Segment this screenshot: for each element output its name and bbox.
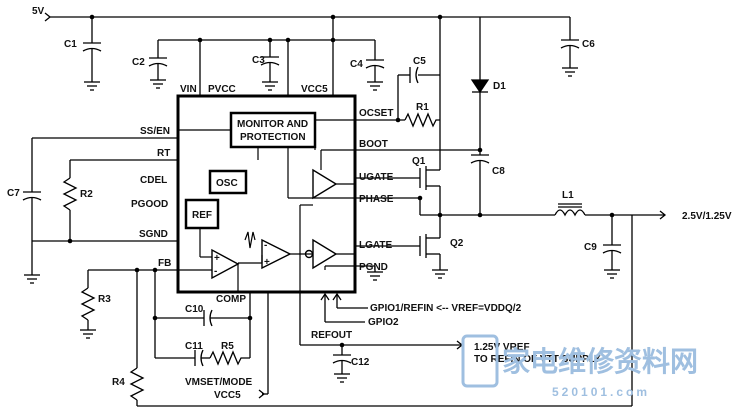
vref-label-2: TO REFIN OF VTT SUPPLY bbox=[474, 354, 601, 365]
pin-sgnd: SGND bbox=[139, 229, 168, 240]
osc-block bbox=[208, 169, 248, 195]
ground-icon bbox=[432, 269, 448, 279]
c5-label: C5 bbox=[413, 56, 426, 67]
c11-label: C11 bbox=[185, 341, 203, 352]
junction-dots bbox=[67, 14, 615, 348]
refout-label: REFOUT bbox=[311, 330, 352, 341]
ea-minus-sign: - bbox=[214, 266, 217, 277]
cmp-minus-sign: - bbox=[264, 240, 267, 251]
lower-gate-driver bbox=[312, 238, 338, 270]
ground-icon bbox=[262, 81, 278, 91]
monitor-label-2: PROTECTION bbox=[240, 132, 306, 143]
l1-label: L1 bbox=[562, 190, 574, 201]
r4-label: R4 bbox=[112, 377, 125, 388]
watermark-text: 家电维修资料网 bbox=[502, 345, 698, 377]
c7-label: C7 bbox=[7, 188, 20, 199]
r1-label: R1 bbox=[416, 102, 429, 113]
pin-fb: FB bbox=[158, 258, 171, 269]
ground-icon bbox=[562, 67, 578, 77]
c12-label: C12 bbox=[351, 357, 370, 368]
output-label: 2.5V/1.25V bbox=[682, 211, 732, 222]
upper-gate-driver bbox=[312, 168, 338, 200]
inverter-bubble bbox=[304, 249, 314, 259]
error-amplifier bbox=[211, 248, 240, 280]
ground-icon bbox=[367, 271, 383, 281]
ground-icon bbox=[367, 81, 383, 91]
gpio2-label: GPIO2 bbox=[368, 317, 399, 328]
c10-label: C10 bbox=[185, 304, 204, 315]
watermark: 家电维修资料网 520101.com bbox=[461, 334, 698, 399]
supply-label: 5V bbox=[32, 6, 45, 17]
pin-vin: VIN bbox=[180, 84, 197, 95]
c1-label: C1 bbox=[64, 39, 77, 50]
cmp-plus-sign: + bbox=[264, 257, 270, 268]
controller-ic bbox=[176, 94, 357, 294]
c3-label: C3 bbox=[252, 55, 265, 66]
vref-label-1: 1.25V VREF bbox=[474, 342, 530, 353]
c8-label: C8 bbox=[492, 166, 505, 177]
pin-phase: PHASE bbox=[359, 194, 394, 205]
amplifiers bbox=[211, 168, 338, 280]
q1-label: Q1 bbox=[412, 156, 426, 167]
vmset-label: VMSET/MODE bbox=[185, 377, 253, 388]
osc-label: OSC bbox=[216, 178, 238, 189]
pin-ugate: UGATE bbox=[359, 172, 394, 183]
pin-lgate: LGATE bbox=[359, 240, 392, 251]
pin-cdel: CDEL bbox=[140, 175, 167, 186]
ref-block bbox=[184, 198, 220, 230]
ground-icon bbox=[150, 79, 166, 89]
pin-comp: COMP bbox=[216, 294, 246, 305]
d1-label: D1 bbox=[493, 81, 506, 92]
c2-label: C2 bbox=[132, 57, 145, 68]
watermark-logo-icon bbox=[461, 334, 499, 388]
pin-boot: BOOT bbox=[359, 139, 388, 150]
vcc5-bottom-label: VCC5 bbox=[214, 390, 241, 401]
pin-rt: RT bbox=[157, 148, 170, 159]
c9-label: C9 bbox=[584, 242, 597, 253]
c6-label: C6 bbox=[582, 39, 595, 50]
monitor-label-1: MONITOR AND bbox=[237, 119, 308, 130]
pin-vcc5: VCC5 bbox=[301, 84, 328, 95]
ground-icon bbox=[84, 81, 100, 91]
ground-symbols bbox=[24, 67, 620, 383]
r3-label: R3 bbox=[98, 294, 111, 305]
ground-icon bbox=[604, 269, 620, 279]
gpio1-label: GPIO1/REFIN <-- VREF=VDDQ/2 bbox=[370, 303, 522, 314]
c4-label: C4 bbox=[350, 59, 363, 70]
ground-icon bbox=[334, 373, 350, 383]
ground-icon bbox=[24, 274, 40, 284]
internal-wiring bbox=[178, 119, 355, 292]
wiring bbox=[22, 12, 667, 407]
pin-pgood: PGOOD bbox=[131, 199, 168, 210]
watermark-url: 520101.com bbox=[552, 385, 650, 399]
pin-ss-en: SS/EN bbox=[140, 126, 170, 137]
pin-pgnd: PGND bbox=[359, 262, 388, 273]
ground-icon bbox=[80, 329, 96, 339]
pin-pvcc: PVCC bbox=[208, 84, 236, 95]
pwm-comparator bbox=[261, 238, 292, 270]
r2-label: R2 bbox=[80, 189, 93, 200]
q2-label: Q2 bbox=[450, 238, 464, 249]
ea-plus-sign: + bbox=[214, 253, 220, 264]
ref-label: REF bbox=[192, 210, 212, 221]
r5-label: R5 bbox=[221, 341, 234, 352]
pin-ocset: OCSET bbox=[359, 108, 393, 119]
